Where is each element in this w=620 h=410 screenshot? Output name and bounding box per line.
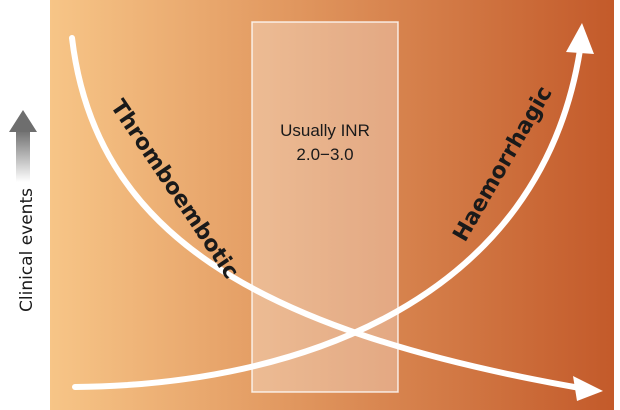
inr-range-line1: Usually INR: [280, 121, 370, 140]
arrow-head-icon: [566, 23, 594, 54]
axis-arrow-shaft: [16, 130, 30, 182]
up-arrow-icon: [9, 110, 37, 132]
y-axis-label: Clinical events: [17, 188, 37, 312]
thromboembolic-curve: [69, 35, 583, 391]
arrow-head-icon: [573, 376, 603, 401]
inr-range-line2: 2.0−3.0: [296, 145, 353, 164]
inr-range-box: [251, 21, 399, 393]
haemorrhagic-curve: [72, 47, 583, 390]
